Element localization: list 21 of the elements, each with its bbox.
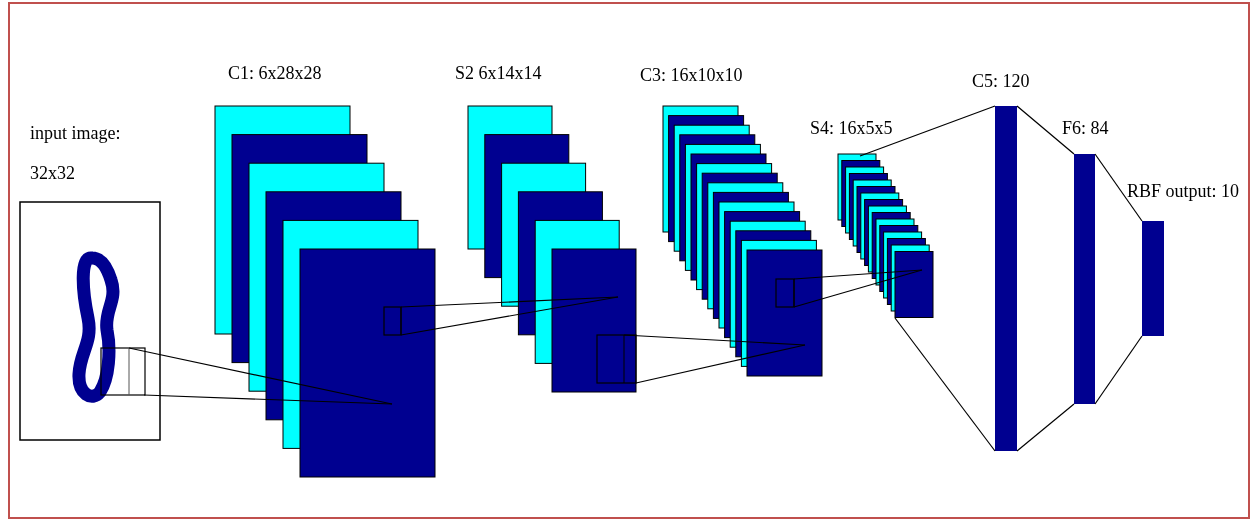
projection-line: [894, 317, 996, 452]
projection-line: [1016, 105, 1075, 155]
projection-line: [400, 296, 619, 308]
projection-line: [623, 334, 806, 346]
layer-label: RBF output: 10: [1127, 180, 1240, 202]
projection-line: [1016, 403, 1075, 452]
layer-label: C3: 16x10x10: [640, 64, 743, 86]
layer-label: input image: 32x32: [30, 122, 122, 185]
layer-label: C5: 120: [972, 70, 1030, 92]
projection-line: [1094, 153, 1143, 222]
projection-line: [793, 269, 923, 308]
projection-line: [400, 296, 619, 336]
layer-label: F6: 84: [1062, 117, 1109, 139]
layer-label: C1: 6x28x28: [228, 62, 322, 84]
projection-line: [143, 394, 393, 405]
projection-line: [635, 344, 806, 384]
layer-label: S2 6x14x14: [455, 62, 542, 84]
layer-label: S4: 16x5x5: [810, 117, 893, 139]
projection-line: [793, 269, 923, 280]
projection-line: [859, 105, 996, 157]
projection-line: [1094, 335, 1143, 405]
